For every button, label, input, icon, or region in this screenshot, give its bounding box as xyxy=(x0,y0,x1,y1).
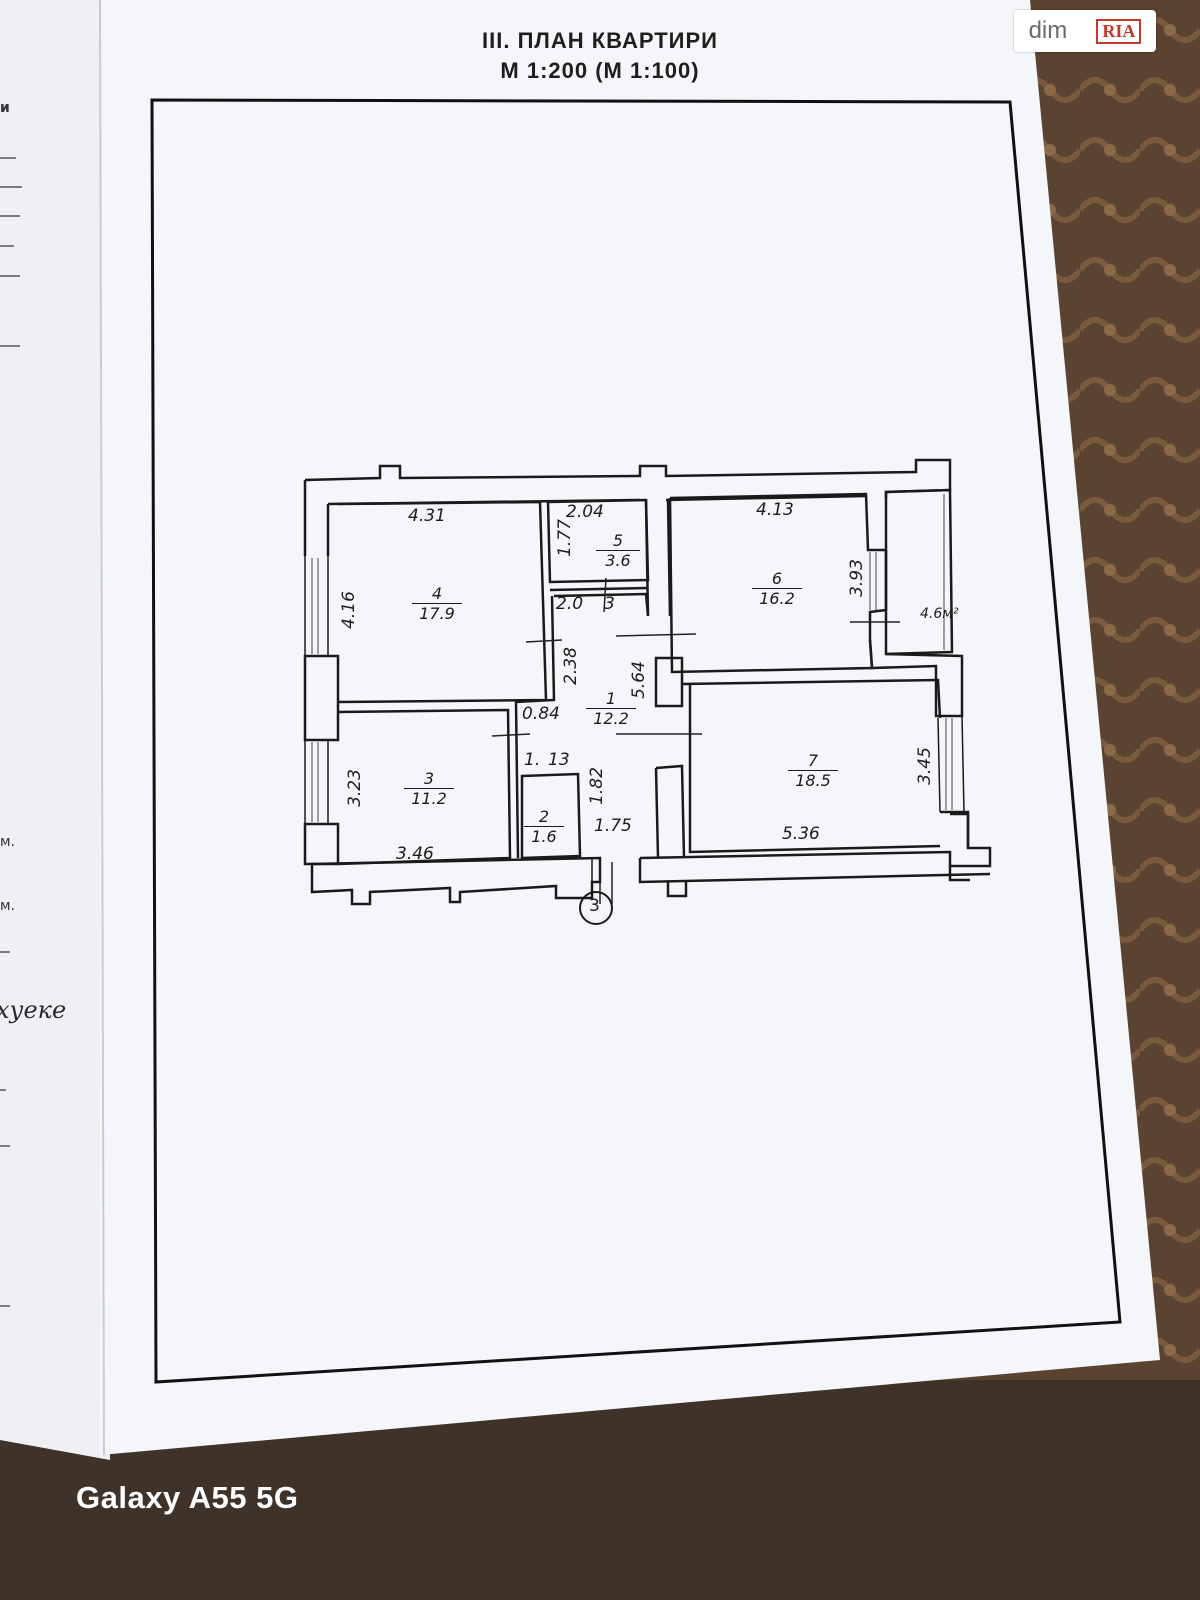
room-6-label: 6 16.2 xyxy=(752,570,802,609)
dimension-label: 5.64 xyxy=(628,661,649,699)
dimension-label: 3.46 xyxy=(396,844,434,864)
window-hatches xyxy=(311,494,953,822)
dimension-label: 4.16 xyxy=(338,591,359,629)
left-page-lines xyxy=(0,157,22,1307)
dimension-label: 2.38 xyxy=(560,647,581,685)
dimension-label: 1.75 xyxy=(594,816,632,836)
dimension-label: 3 xyxy=(604,594,615,614)
left-page xyxy=(0,0,110,1460)
room-number: 6 xyxy=(752,570,802,589)
room-5-label: 5 3.6 xyxy=(596,532,640,571)
room-number: 7 xyxy=(788,752,838,771)
room-7-label: 7 18.5 xyxy=(788,752,838,791)
dimension-label: 1.82 xyxy=(586,767,607,805)
dimension-label: 3.93 xyxy=(846,559,867,597)
left-page-mark: м. xyxy=(0,834,16,850)
room-2-label: 2 1.6 xyxy=(524,808,564,847)
dimension-label: 3.45 xyxy=(914,747,935,785)
watermark-dim-text: dim xyxy=(1028,17,1068,44)
dimension-label: 0.84 xyxy=(522,704,560,724)
handwritten-note: хуеке xyxy=(0,996,67,1024)
room-area: 1.6 xyxy=(531,827,557,846)
dim-ria-watermark: dim RIA xyxy=(1014,10,1156,52)
dimension-label: 2.0 xyxy=(556,594,584,614)
room-number: 2 xyxy=(524,808,564,827)
dimension-label: 4.13 xyxy=(756,500,794,520)
dimension-label: 5.36 xyxy=(782,824,820,844)
dimension-label: 4.31 xyxy=(408,506,446,526)
balcony-area: 4.6м² xyxy=(920,606,959,622)
dimension-label: 2.04 xyxy=(566,502,604,522)
camera-watermark: Galaxy A55 5G xyxy=(76,1480,299,1515)
dimension-label: 3.23 xyxy=(344,769,365,807)
room-4-label: 4 17.9 xyxy=(412,585,462,624)
room-number: 3 xyxy=(404,770,454,789)
room-1-label: 1 12.2 xyxy=(586,690,636,729)
room-area: 17.9 xyxy=(419,604,455,623)
door-marks xyxy=(491,577,900,904)
room-number: 1 xyxy=(586,690,636,709)
room-area: 3.6 xyxy=(605,551,631,570)
room-area: 12.2 xyxy=(593,709,629,728)
dimension-label: 1. xyxy=(524,750,541,770)
room-area: 11.2 xyxy=(411,789,447,808)
room-area: 18.5 xyxy=(795,771,831,790)
floor-plan xyxy=(303,458,992,906)
dimension-label: 13 xyxy=(548,750,570,770)
room-number: 4 xyxy=(412,585,462,604)
page-frame xyxy=(150,98,1122,1384)
watermark-ria-logo: RIA xyxy=(1096,18,1142,44)
entrance-marker-circle xyxy=(579,891,613,925)
page-title: III. ПЛАН КВАРТИРИ xyxy=(482,28,718,53)
entrance-number: 3 xyxy=(589,896,600,916)
dimension-label: 1.77 xyxy=(554,519,575,557)
page-scale: М 1:200 (М 1:100) xyxy=(500,58,700,83)
left-page-mark: и xyxy=(0,100,10,116)
right-page xyxy=(100,0,1160,1455)
room-number: 5 xyxy=(596,532,640,551)
room-area: 16.2 xyxy=(759,589,795,608)
room-3-label: 3 11.2 xyxy=(404,770,454,809)
left-page-mark: м. xyxy=(0,898,16,914)
